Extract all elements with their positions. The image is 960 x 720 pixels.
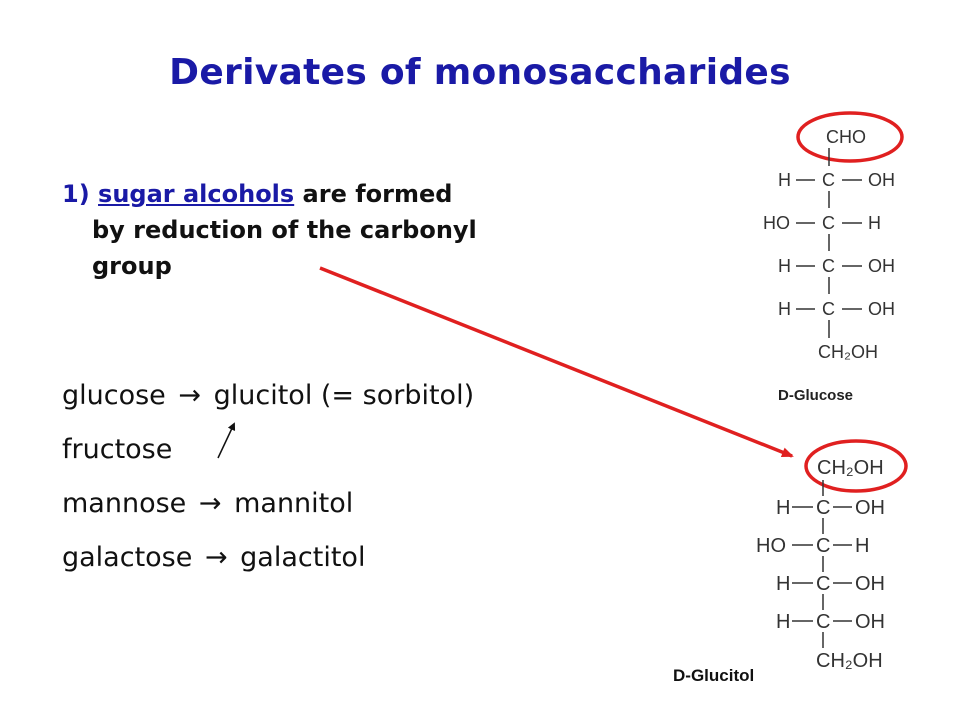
svg-text:C: C	[822, 170, 835, 190]
connector-arrow	[319, 266, 794, 458]
chem-right: H	[868, 213, 881, 233]
reaction-arrow: →	[198, 488, 222, 519]
fructose-arrow	[217, 422, 236, 459]
term-sugar-alcohols: sugar alcohols	[98, 180, 295, 208]
reaction-arrow: →	[178, 380, 202, 411]
chem-left: H	[778, 170, 791, 190]
conversion-galactose: galactose → galactitol	[62, 542, 365, 573]
chem-left: H	[778, 299, 791, 319]
svg-text:C: C	[816, 611, 830, 633]
svg-text:C: C	[822, 299, 835, 319]
chem-right: OH	[868, 170, 895, 190]
conversion-from: glucose	[62, 380, 166, 411]
chem-right: H	[855, 535, 869, 557]
chem-right: OH	[868, 299, 895, 319]
bullet-number: 1)	[62, 180, 90, 208]
svg-text:C: C	[822, 256, 835, 276]
svg-text:C: C	[816, 535, 830, 557]
chem-top: CH₂OH	[817, 457, 884, 479]
glucitol-caption: D-Glucitol	[673, 666, 755, 685]
svg-text:C: C	[816, 497, 830, 519]
chem-left: HO	[763, 213, 790, 233]
chem-bottom: CH₂OH	[816, 650, 883, 672]
highlight-circle-ch2oh	[804, 439, 908, 493]
svg-text:C: C	[816, 573, 830, 595]
conversion-to: glucitol (= sorbitol)	[213, 380, 475, 411]
slide-title: Derivates of monosaccharides	[169, 52, 791, 93]
bullet-text-b: by reduction of the carbonyl	[92, 216, 477, 244]
bullet-text-a: are formed	[294, 180, 453, 208]
bullet-point: 1) sugar alcohols are formed by reductio…	[62, 176, 602, 284]
chem-left: H	[776, 611, 790, 633]
highlight-circle-cho	[796, 111, 904, 163]
chem-left: HO	[756, 535, 786, 557]
chem-bottom: CH₂OH	[818, 342, 878, 362]
glucose-structure: CHO H C OH HO C H H C OH H C	[763, 111, 904, 404]
svg-text:C: C	[822, 213, 835, 233]
conversion-from: mannose	[62, 488, 187, 519]
chem-right: OH	[855, 497, 885, 519]
chem-right: OH	[855, 611, 885, 633]
bullet-text-c: group	[92, 252, 172, 280]
glucitol-structure: CH₂OH H C OH HO C H H C OH H	[756, 439, 908, 672]
conversion-to: galactitol	[240, 542, 366, 573]
conversion-to: mannitol	[234, 488, 354, 519]
chem-right: OH	[868, 256, 895, 276]
chem-left: H	[776, 573, 790, 595]
glucose-caption: D-Glucose	[778, 387, 853, 404]
chem-left: H	[778, 256, 791, 276]
conversion-from: fructose	[62, 434, 173, 465]
reaction-arrow: →	[204, 542, 228, 573]
conversion-glucose: glucose → glucitol (= sorbitol)	[62, 380, 474, 411]
chem-right: OH	[855, 573, 885, 595]
chem-left: H	[776, 497, 790, 519]
conversion-fructose: fructose	[62, 434, 172, 465]
chem-top: CHO	[826, 127, 866, 147]
conversion-mannose: mannose → mannitol	[62, 488, 353, 519]
conversion-from: galactose	[62, 542, 193, 573]
